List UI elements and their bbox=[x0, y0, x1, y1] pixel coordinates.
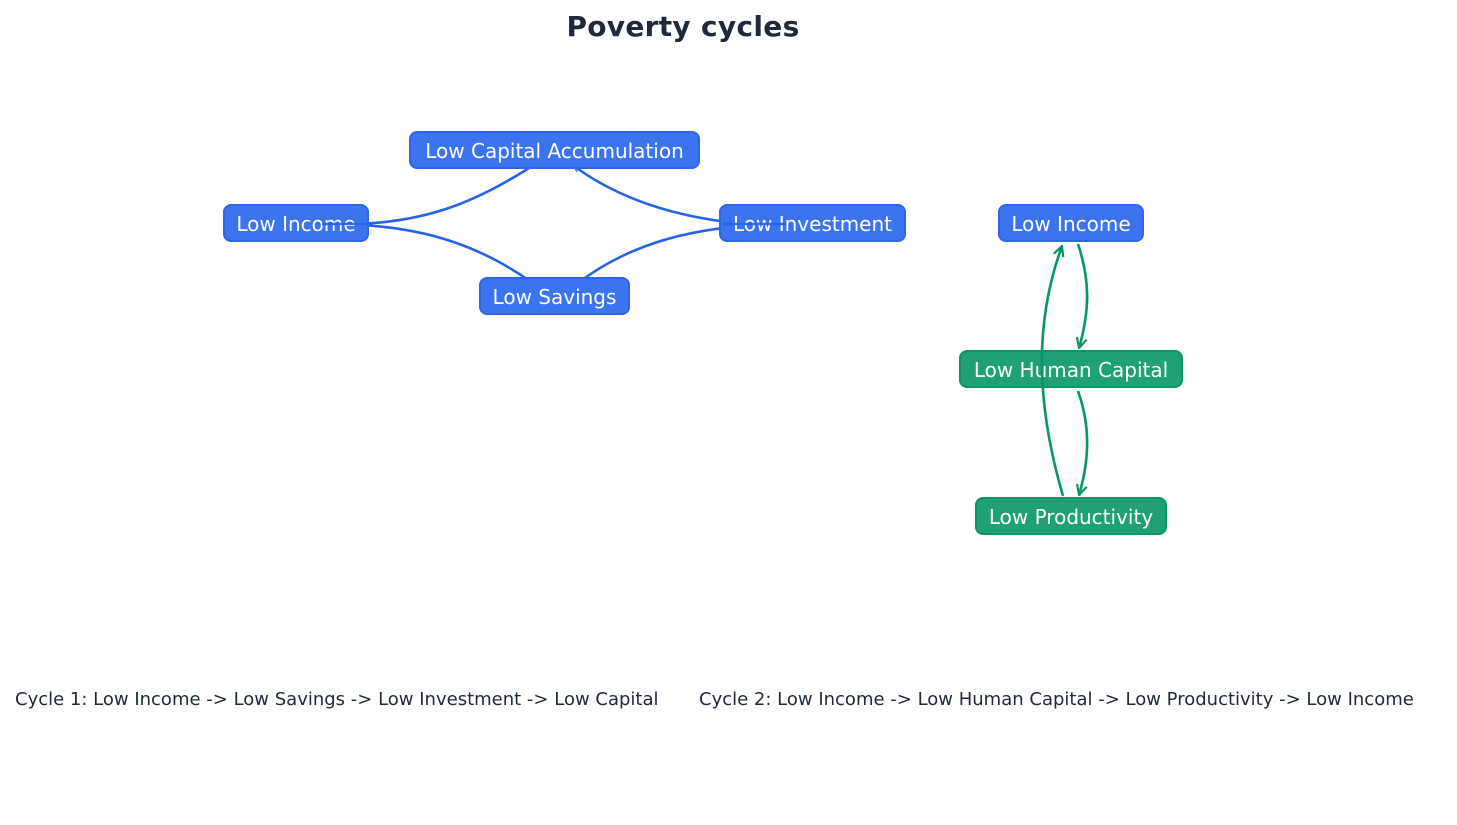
node-low-capital-accumulation: Low Capital Accumulation bbox=[409, 131, 700, 169]
node-label: Low Income bbox=[236, 212, 356, 236]
edge-capital-to-income bbox=[354, 161, 538, 226]
cycle1-edges bbox=[329, 161, 781, 288]
cycle1-caption: Cycle 1: Low Income -> Low Savings -> Lo… bbox=[15, 689, 659, 710]
node-label: Low Capital Accumulation bbox=[425, 139, 684, 163]
node-low-productivity: Low Productivity bbox=[975, 497, 1167, 535]
edge-income-to-human-capital bbox=[1078, 243, 1089, 348]
node-low-income-cycle1: Low Income bbox=[223, 204, 369, 242]
node-label: Low Productivity bbox=[988, 505, 1154, 529]
node-label: Low Savings bbox=[492, 285, 617, 309]
node-label: Low Income bbox=[1011, 212, 1131, 236]
node-low-income-cycle2: Low Income bbox=[998, 204, 1144, 242]
node-low-savings: Low Savings bbox=[479, 277, 630, 315]
node-low-investment: Low Investment bbox=[719, 204, 906, 242]
node-label: Low Investment bbox=[732, 212, 893, 236]
cycle2-caption: Cycle 2: Low Income -> Low Human Capital… bbox=[699, 689, 1414, 710]
node-low-human-capital: Low Human Capital bbox=[959, 350, 1183, 388]
edge-human-capital-to-productivity bbox=[1078, 390, 1089, 495]
diagram-title: Poverty cycles bbox=[566, 10, 800, 43]
node-label: Low Human Capital bbox=[973, 358, 1169, 382]
